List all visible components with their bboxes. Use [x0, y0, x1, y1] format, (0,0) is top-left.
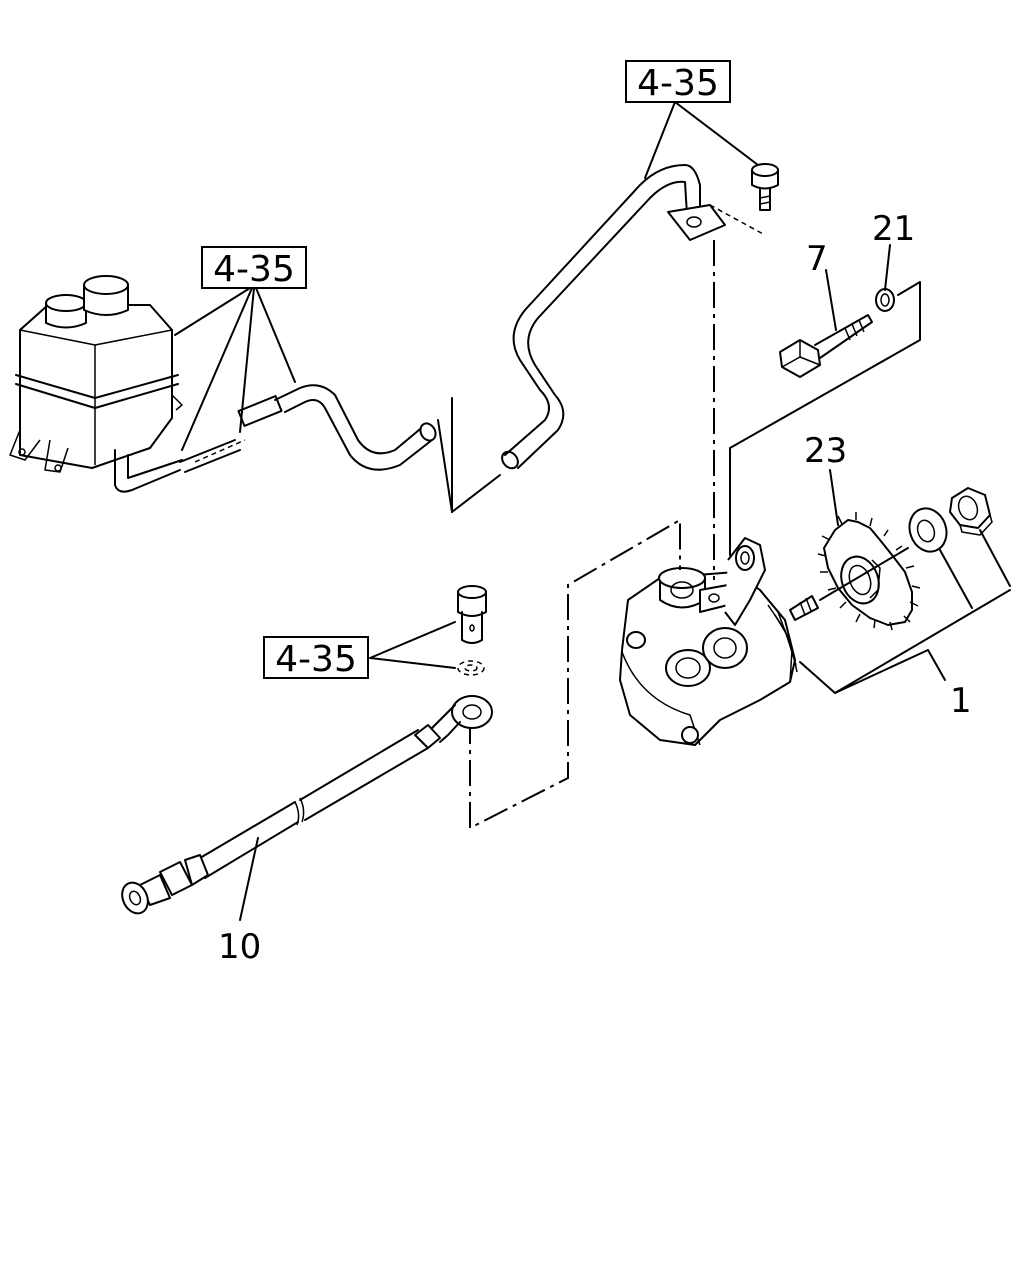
part-number-1: 1 — [950, 681, 972, 721]
reservoir-tank — [9, 275, 183, 493]
reference-label-lower[interactable]: 4-35 — [263, 636, 369, 680]
part-number-23: 23 — [804, 431, 847, 471]
power-steering-pump — [619, 537, 819, 746]
banjo-bolt-top — [751, 163, 779, 211]
reference-label-left[interactable]: 4-35 — [201, 246, 307, 290]
break-line-upper — [437, 397, 501, 513]
washer-21 — [875, 288, 895, 312]
part-number-10: 10 — [218, 927, 261, 967]
part-number-21: 21 — [872, 209, 915, 249]
pump-assembly-leader — [799, 529, 1011, 694]
bolt-7 — [779, 314, 873, 378]
svg-text:4-35: 4-35 — [213, 249, 295, 290]
return-hose — [179, 384, 437, 473]
pressure-pipe — [501, 164, 766, 470]
high-pressure-hose-10 — [121, 695, 493, 915]
svg-text:4-35: 4-35 — [637, 63, 719, 104]
svg-text:4-35: 4-35 — [275, 639, 357, 680]
nut — [949, 487, 993, 536]
shaft-centerline — [819, 547, 909, 601]
bolt-guide-line — [729, 281, 921, 556]
alignment-line-hose — [469, 518, 681, 830]
reference-label-top[interactable]: 4-35 — [625, 60, 731, 104]
leader-lines — [174, 101, 891, 921]
banjo-bolt-lower — [457, 585, 487, 644]
washer-on-shaft — [908, 507, 948, 553]
sealing-washer-lower — [457, 660, 485, 676]
part-number-7: 7 — [806, 239, 828, 279]
